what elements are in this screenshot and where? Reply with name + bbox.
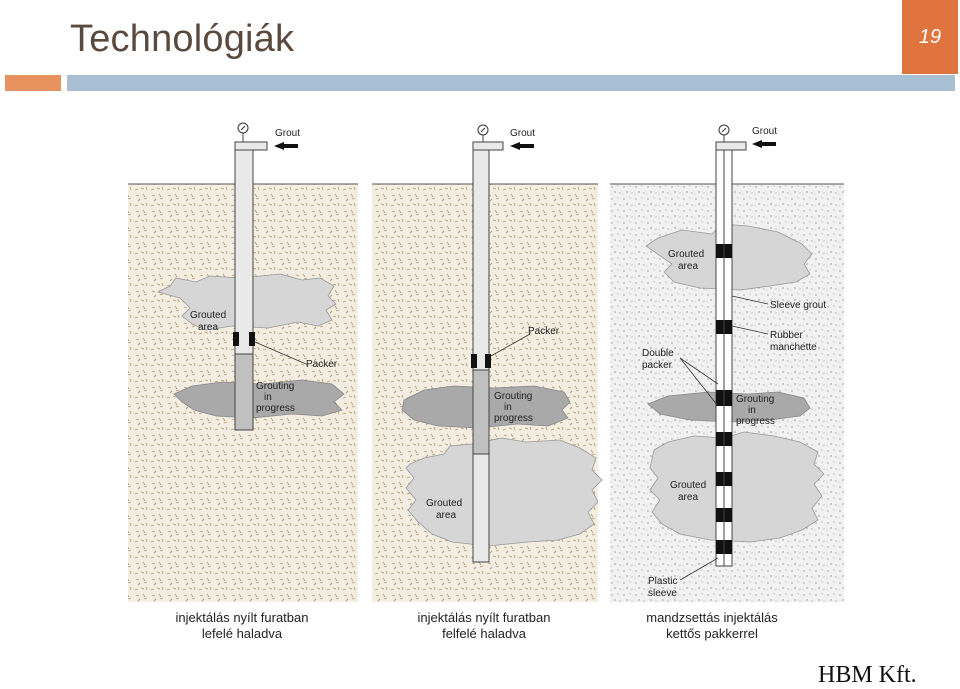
label-area-3b: area xyxy=(678,492,698,503)
label-in-1: in xyxy=(264,392,272,403)
label-packer-3: packer xyxy=(642,360,673,371)
label-grouted-3a: Grouted xyxy=(668,249,704,260)
label-grouting-3: Grouting xyxy=(736,394,774,405)
grout-pipe-2 xyxy=(472,141,490,563)
footer-company: HBM Kft. xyxy=(818,662,917,688)
grouted-area-2 xyxy=(405,437,603,547)
label-grouted-2: Grouted xyxy=(426,498,462,509)
grout-label-2: Grout xyxy=(510,128,535,139)
grout-arrow-icon xyxy=(274,142,298,150)
label-area-1: area xyxy=(198,322,218,333)
caption-panel-1: injektálás nyílt furatban lefelé haladva xyxy=(175,610,309,641)
label-area-3a: area xyxy=(678,261,698,272)
grout-label-1: Grout xyxy=(275,128,300,139)
label-manchette: manchette xyxy=(770,342,817,353)
caption-panel-2: injektálás nyílt furatban felfelé haladv… xyxy=(417,610,551,641)
label-sleeve-grout: Sleeve grout xyxy=(770,300,826,311)
label-grouting-2: Grouting xyxy=(494,391,532,402)
label-rubber: Rubber xyxy=(770,330,803,341)
packer-2 xyxy=(471,354,477,368)
header-accent-bar xyxy=(5,75,61,91)
grouting-methods-diagram: Grout Grouted area Packer Grouting in pr… xyxy=(128,122,844,602)
slide-title: Technológiák xyxy=(70,18,295,60)
panel-1: Grout Grouted area Packer Grouting in pr… xyxy=(128,122,358,602)
packer-1 xyxy=(233,332,239,346)
label-progress-3: progress xyxy=(736,416,775,427)
label-packer-2: Packer xyxy=(528,326,560,337)
label-sleeve: sleeve xyxy=(648,588,677,599)
label-grouting-1: Grouting xyxy=(256,381,294,392)
label-double: Double xyxy=(642,348,674,359)
label-grouted-1: Grouted xyxy=(190,310,226,321)
page-number: 19 xyxy=(902,0,958,74)
label-plastic: Plastic xyxy=(648,576,677,587)
label-progress-2: progress xyxy=(494,413,533,424)
panel-2: Grout Packer Grouting in progress Groute… xyxy=(372,124,603,602)
panel-3: Grout Grouted area Sleeve grout Rubber m… xyxy=(610,124,844,602)
label-area-2: area xyxy=(436,510,456,521)
label-progress-1: progress xyxy=(256,403,295,414)
label-in-3: in xyxy=(748,405,756,416)
caption-panel-3: mandzsettás injektálás kettős pakkerrel xyxy=(646,610,778,641)
header-divider-bar xyxy=(67,75,955,91)
label-grouted-3b: Grouted xyxy=(670,480,706,491)
grout-label-3: Grout xyxy=(752,126,777,137)
grouted-area-3-bottom xyxy=(649,431,825,543)
label-in-2: in xyxy=(504,402,512,413)
label-packer-1: Packer xyxy=(306,359,338,370)
